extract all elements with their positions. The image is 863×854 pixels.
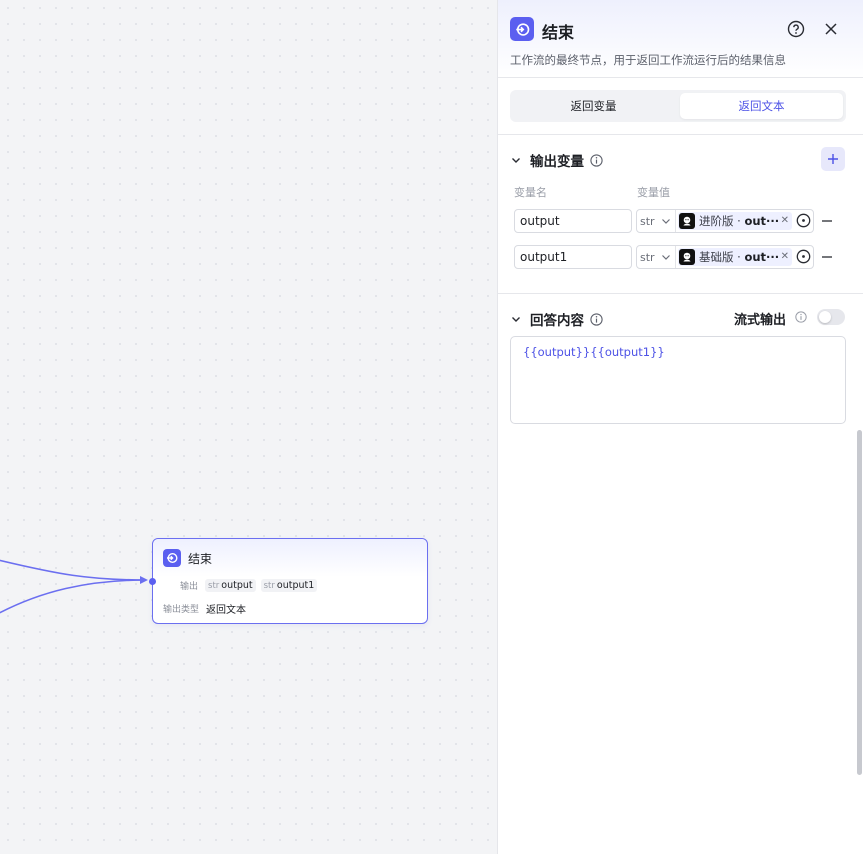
variable-name-input[interactable] — [514, 245, 632, 269]
variable-value-field: str 进阶版 · out··· ✕ — [636, 209, 814, 233]
variable-reference-chip[interactable]: 进阶版 · out··· ✕ — [678, 212, 792, 230]
type-select[interactable]: str — [637, 210, 676, 232]
remove-variable-button[interactable] — [821, 215, 833, 227]
column-header-value: 变量值 — [637, 186, 670, 199]
chevron-down-icon — [661, 255, 670, 260]
end-node-title: 结束 — [188, 551, 213, 566]
column-header-name: 变量名 — [514, 186, 547, 199]
info-icon[interactable] — [590, 153, 603, 167]
stream-output-label: 流式输出 — [734, 313, 787, 328]
type-select[interactable]: str — [637, 246, 676, 268]
toggle-knob — [819, 311, 831, 323]
stream-output-toggle[interactable] — [817, 309, 845, 325]
select-variable-icon[interactable] — [796, 213, 811, 228]
node-output-type-value: 返回文本 — [206, 605, 247, 616]
edges-layer — [0, 558, 148, 618]
output-section-title: 输出变量 — [530, 154, 584, 170]
reference-node-name: 进阶版 · — [699, 214, 745, 228]
close-icon[interactable] — [823, 21, 839, 37]
bot-avatar-icon — [679, 249, 695, 265]
reference-variable-name: out··· — [744, 214, 780, 228]
info-icon[interactable] — [795, 311, 807, 323]
select-variable-icon[interactable] — [796, 249, 811, 264]
edge-from-advanced[interactable] — [0, 558, 147, 581]
panel-title: 结束 — [542, 23, 575, 42]
chevron-down-icon[interactable] — [510, 154, 522, 166]
node-output-type-row: 输出类型 返回文本 — [163, 601, 246, 616]
panel-description: 工作流的最终节点，用于返回工作流运行后的结果信息 — [510, 53, 786, 67]
node-output-label: 输出 — [180, 582, 199, 592]
node-input-port[interactable] — [149, 578, 156, 585]
tab-return-variables[interactable]: 返回变量 — [570, 99, 617, 113]
add-variable-button[interactable] — [821, 147, 845, 171]
chevron-down-icon[interactable] — [510, 313, 522, 325]
end-icon — [163, 549, 181, 567]
chevron-down-icon — [661, 219, 670, 224]
end-icon — [510, 17, 534, 41]
tab-return-text[interactable]: 返回文本 — [680, 93, 843, 119]
divider — [498, 293, 863, 294]
node-output-type-label: 输出类型 — [163, 605, 200, 615]
remove-variable-button[interactable] — [821, 251, 833, 263]
divider — [498, 134, 863, 135]
end-node-header: 结束 — [153, 539, 427, 577]
node-config-panel: 结束 工作流的最终节点，用于返回工作流运行后的结果信息 返回变量 返回文本 输出… — [497, 0, 863, 854]
variable-name-input[interactable] — [514, 209, 632, 233]
answer-content-editor[interactable]: {{output}}{{output1}} — [510, 336, 846, 424]
return-mode-tabs: 返回变量 返回文本 — [510, 90, 846, 122]
reference-variable-name: out··· — [744, 250, 780, 264]
answer-section-header[interactable]: 回答内容 — [510, 309, 603, 329]
edge-arrowhead — [140, 576, 148, 584]
variable-reference-chip[interactable]: 基础版 · out··· ✕ — [678, 248, 792, 266]
remove-reference-icon[interactable]: ✕ — [780, 215, 789, 226]
bot-avatar-icon — [679, 213, 695, 229]
output-section-header[interactable]: 输出变量 — [510, 150, 603, 170]
edge-from-basic[interactable] — [0, 579, 147, 618]
plus-icon — [828, 154, 838, 164]
remove-reference-icon[interactable]: ✕ — [780, 251, 789, 262]
panel-header: 结束 工作流的最终节点，用于返回工作流运行后的结果信息 — [498, 0, 863, 78]
answer-section-title: 回答内容 — [530, 313, 584, 329]
info-icon[interactable] — [590, 312, 603, 326]
panel-scrollbar[interactable] — [857, 430, 862, 775]
help-icon[interactable] — [787, 20, 805, 38]
reference-node-name: 基础版 · — [699, 250, 745, 264]
variable-value-field: str 基础版 · out··· ✕ — [636, 245, 814, 269]
